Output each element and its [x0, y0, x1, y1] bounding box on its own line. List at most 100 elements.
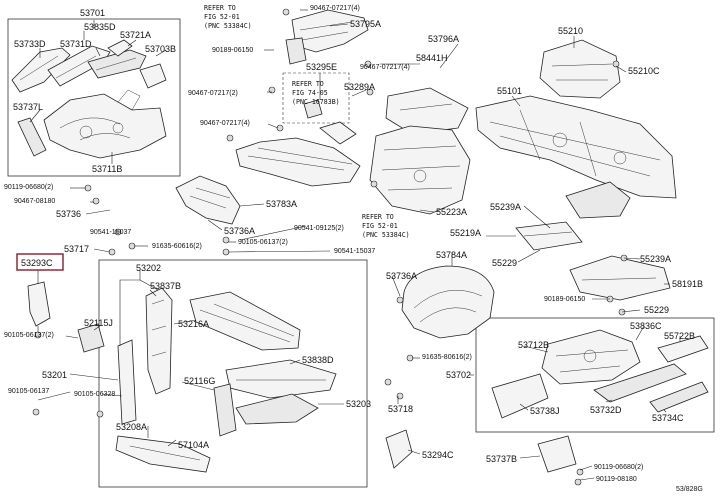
part-label-53293c: 53293C: [21, 258, 53, 268]
part-label-55210c: 55210C: [628, 66, 660, 76]
part-shape-apron-rh: [491, 329, 709, 419]
part-label-53736a: 53736A: [224, 226, 255, 236]
part-shape-cowl-side-member: [175, 175, 241, 225]
part-shape-53293c: [27, 281, 51, 327]
part-label-90541-15037-a: 90541-15037: [90, 229, 131, 236]
part-label-55722b: 55722B: [664, 331, 695, 341]
part-shape-dash-panel: [475, 95, 677, 199]
part-label-53294c: 53294C: [422, 450, 454, 460]
part-label-53731d: 53731D: [60, 39, 92, 49]
part-label-55229-b: 55229: [644, 305, 669, 315]
part-shape-cowl-upper-panel: [285, 9, 369, 65]
ref-b-line-2: FIG 74-05: [292, 89, 328, 97]
reference-note-fig-74-05: REFER TO FIG 74-05 (PNC 16783B): [292, 80, 340, 106]
part-label-53712b: 53712B: [518, 340, 549, 350]
part-shape-radiator-side-52116g: [213, 383, 237, 437]
ref-a-line-2: FIG 52-01: [204, 13, 240, 21]
part-label-58441h: 58441H: [416, 53, 448, 63]
ref-b-line-3: (PNC 16783B): [292, 98, 340, 106]
part-label-53784a: 53784A: [436, 250, 467, 260]
part-shape-dash-insulator: [369, 125, 471, 215]
part-label-53202: 53202: [136, 263, 161, 273]
part-label-90119-06680-2-a: 90119-06680(2): [4, 184, 53, 191]
part-shape-dash-lower-brace: [565, 181, 631, 219]
part-label-55223a: 55223A: [436, 207, 467, 217]
part-label-53203: 53203: [346, 399, 371, 409]
part-shape-dash-insulator-upper: [385, 87, 469, 135]
part-label-53721a: 53721A: [120, 30, 151, 40]
group-box-cowl-bracket: [282, 72, 350, 124]
part-label-53208a: 53208A: [116, 422, 147, 432]
part-label-53718: 53718: [388, 404, 413, 414]
part-label-55101: 55101: [497, 86, 522, 96]
group-box-apron-lh: [7, 18, 181, 177]
part-label-90541-09125-2: 90541-09125(2): [294, 225, 344, 232]
part-label-53738j: 53738J: [530, 406, 560, 416]
part-label-90105-06137-2-a: 90105-06137(2): [238, 239, 288, 246]
ref-c-line-1: REFER TO: [362, 213, 394, 221]
part-label-57104a: 57104A: [178, 440, 209, 450]
part-label-53711b: 53711B: [92, 164, 122, 174]
part-shape-radiator-upper-support: [189, 291, 301, 351]
part-labels: 53701 53835D 53733D 53731D 53721A 53703B…: [4, 5, 703, 493]
part-label-91635-80616-2: 91635-80616(2): [422, 354, 472, 361]
reference-note-fig-52-01-b: REFER TO FIG 52-01 (PNC 53384C): [362, 213, 410, 239]
part-shape-dash-bracket: [515, 221, 583, 251]
part-shape-fender-liner: [401, 265, 495, 339]
part-label-53734c: 53734C: [652, 413, 684, 423]
part-label-55219a: 55219A: [450, 228, 481, 238]
part-label-53702: 53702: [446, 370, 471, 380]
part-shape-cowl-panel-lower: [235, 137, 361, 187]
part-label-53783a: 53783A: [266, 199, 297, 209]
part-label-90541-15037-b: 90541-15037: [334, 248, 375, 255]
part-label-53736: 53736: [56, 209, 81, 219]
part-shape-dash-reinforcement: [569, 255, 671, 301]
part-label-53835d: 53835D: [84, 22, 116, 32]
group-box-radiator-support: [98, 259, 368, 488]
part-label-90467-07217-4-d: 90467-07217(4): [200, 120, 250, 127]
part-shape-apron-lower-lh: [17, 89, 167, 159]
part-label-53295e: 53295E: [306, 62, 337, 72]
part-label-58191b: 58191B: [672, 279, 703, 289]
part-shape-radiator-side-52115j: [77, 323, 105, 353]
group-box-apron-rh: [475, 317, 715, 433]
ref-a-line-1: REFER TO: [204, 4, 236, 12]
part-label-90467-08180: 90467-08180: [14, 198, 55, 205]
part-label-53737l: 53737L: [13, 102, 43, 112]
part-shape-bracket-53294c: [385, 429, 413, 469]
part-label-91635-60616-2: 91635-60616(2): [152, 243, 202, 250]
part-shape-bracket-53737b: [537, 435, 577, 473]
part-shape-radiator-lower-support: [225, 359, 337, 425]
part-shape-apron-upper-lh: [11, 39, 167, 93]
part-shape-dash-upper: [539, 39, 621, 99]
part-label-53837b: 53837B: [150, 281, 181, 291]
part-label-55229-a: 55229: [492, 258, 517, 268]
part-label-53289a: 53289A: [344, 82, 375, 92]
ref-a-line-3: (PNC 53384C): [204, 22, 252, 30]
part-label-90105-06328: 90105-06328: [74, 391, 115, 398]
part-label-90467-07217-4-c: 90467-07217(4): [360, 64, 410, 71]
part-label-90105-06137-2-b: 90105-06137(2): [4, 332, 54, 339]
reference-note-fig-52-01-a: REFER TO FIG 52-01 (PNC 53384C): [204, 4, 252, 30]
part-label-53201: 53201: [42, 370, 67, 380]
leader-lines: [29, 9, 681, 481]
part-label-53836c: 53836C: [630, 321, 662, 331]
part-label-53701: 53701: [80, 8, 105, 18]
highlight-frame-53293c: [16, 253, 64, 271]
part-label-55210: 55210: [558, 26, 583, 36]
part-label-53795a: 53795A: [350, 19, 381, 29]
part-label-53838d: 53838D: [302, 355, 334, 365]
part-label-55239a-b: 55239A: [640, 254, 671, 264]
part-shape-radiator-bottom-bar: [115, 435, 211, 473]
part-shape-cowl-bracket: [303, 99, 357, 145]
ref-c-line-3: (PNC 53384C): [362, 231, 410, 239]
part-label-53733d: 53733D: [14, 39, 46, 49]
ref-c-line-2: FIG 52-01: [362, 222, 398, 230]
part-label-52116g: 52116G: [184, 376, 215, 386]
part-label-53737b: 53737B: [486, 454, 517, 464]
part-label-90189-06150-b: 90189-06150: [544, 296, 585, 303]
part-label-53216a: 53216A: [178, 319, 209, 329]
part-label-53703b: 53703B: [145, 44, 176, 54]
part-label-90105-06137-c: 90105-06137: [8, 388, 49, 395]
part-label-90189-06150-a: 90189-06150: [212, 47, 253, 54]
